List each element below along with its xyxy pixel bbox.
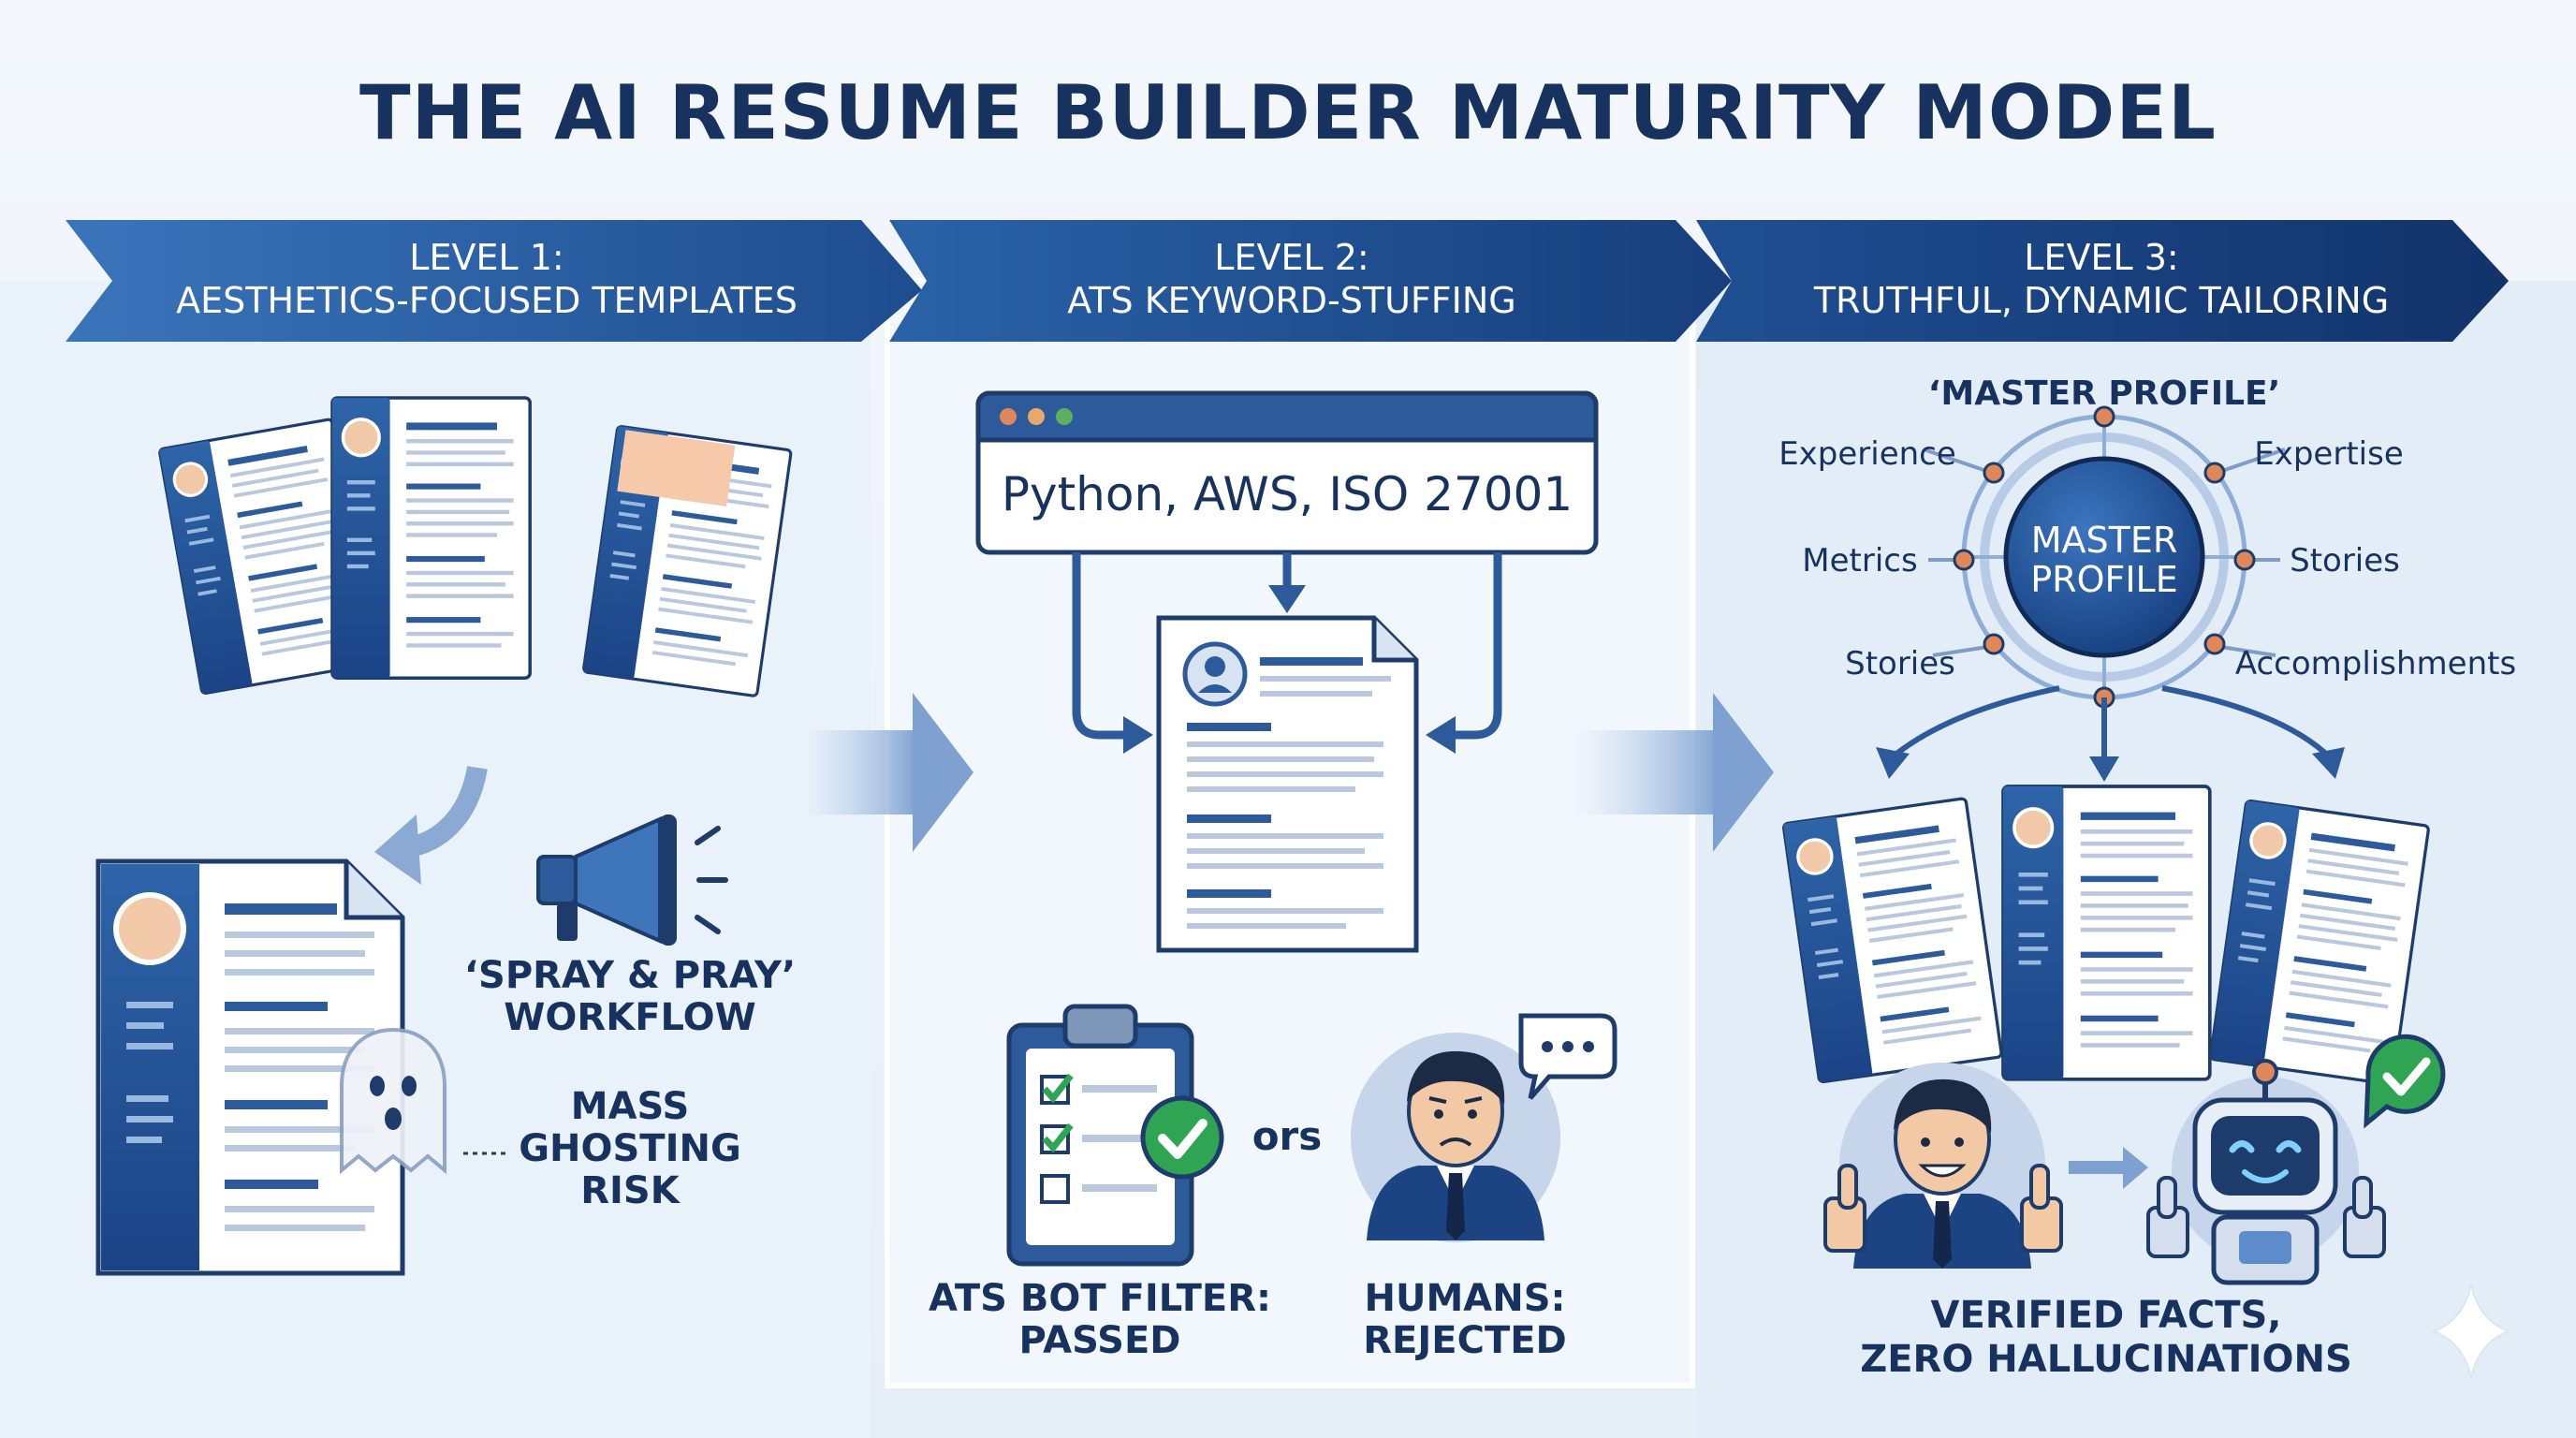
level-1-banner	[66, 220, 922, 342]
node-expertise: Expertise	[2254, 435, 2404, 473]
hub-label-line1: MASTER	[2031, 520, 2178, 561]
page-title: THE AI RESUME BUILDER MATURITY MODEL	[359, 69, 2217, 156]
transition-arrow-2	[1573, 693, 1774, 852]
level-3-banner	[1696, 220, 2509, 342]
keyword-arrows	[1072, 552, 1502, 740]
resume-icon	[2001, 785, 2212, 1081]
resume-icon	[95, 858, 405, 1276]
risk-label-line2: GHOSTING	[519, 1127, 741, 1170]
risk-label-line3: RISK	[580, 1169, 681, 1212]
level-1-heading: LEVEL 1:	[409, 237, 564, 278]
person-icon	[1351, 1033, 1560, 1242]
ghost-icon	[340, 1027, 446, 1175]
node-stories-right: Stories	[2290, 542, 2400, 580]
branch-arrows	[1889, 685, 2334, 761]
node-experience: Experience	[1778, 435, 1956, 473]
node-stories-left: Stories	[1845, 645, 1955, 682]
resume-icon	[1156, 615, 1419, 953]
thumbs-up-icon	[1823, 1164, 2063, 1253]
connector-text: ors	[1252, 1113, 1323, 1159]
human-label-line2: REJECTED	[1363, 1319, 1567, 1362]
node-metrics: Metrics	[1802, 542, 1917, 580]
check-icon	[1140, 1095, 1224, 1180]
sparkle-icon	[2431, 1284, 2511, 1379]
person-icon	[1839, 1063, 2045, 1269]
resume-icon	[330, 396, 532, 680]
browser-window-icon	[975, 390, 1599, 555]
risk-label-line1: MASS	[571, 1085, 690, 1128]
human-label-line1: HUMANS:	[1365, 1277, 1566, 1320]
speech-bubble-icon	[1518, 1013, 1617, 1100]
hub-nodes	[1953, 405, 2256, 709]
keyword-text: Python, AWS, ISO 27001	[1002, 467, 1573, 521]
level-1-subheading: AESTHETICS-FOCUSED TEMPLATES	[176, 280, 798, 321]
workflow-label-line2: WORKFLOW	[504, 996, 755, 1039]
bot-label-line1: ATS BOT FILTER:	[929, 1277, 1271, 1320]
result-label-line1: VERIFIED FACTS,	[1931, 1294, 2282, 1337]
level-2-heading: LEVEL 2:	[1214, 237, 1368, 278]
thumbs-up-icon	[2146, 1176, 2386, 1258]
level-2-banner	[889, 220, 1732, 342]
workflow-label-line1: ‘SPRAY & PRAY’	[464, 954, 796, 997]
robot-icon	[2172, 1059, 2359, 1285]
bot-label-line2: PASSED	[1019, 1319, 1181, 1362]
level-3-subheading: TRUTHFUL, DYNAMIC TAILORING	[1813, 280, 2389, 321]
level-2-subheading: ATS KEYWORD-STUFFING	[1067, 280, 1515, 321]
hub-label-line2: PROFILE	[2030, 559, 2177, 600]
handoff-arrow	[2069, 1147, 2148, 1189]
node-accomplishments: Accomplishments	[2235, 645, 2516, 682]
result-label-line2: ZERO HALLUCINATIONS	[1860, 1338, 2352, 1381]
megaphone-icon	[536, 814, 728, 946]
check-icon	[2364, 1034, 2446, 1129]
clipboard-checklist-icon	[1006, 1004, 1194, 1267]
transition-arrow-1	[805, 693, 973, 852]
resume-icon	[1781, 796, 2004, 1084]
level-3-heading: LEVEL 3:	[2024, 237, 2178, 278]
